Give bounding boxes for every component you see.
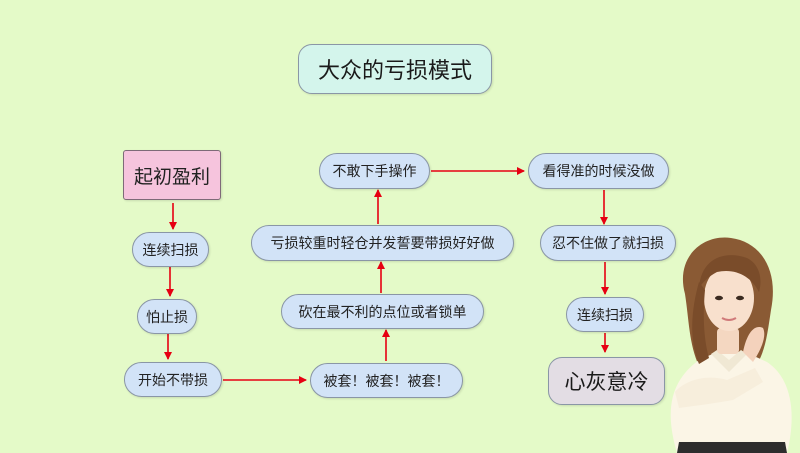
left-eye [715,295,723,301]
hair-front [699,255,761,292]
node-n1: 连续扫损 [132,232,209,267]
neck [717,328,739,354]
arm [675,368,763,408]
node-n10: 连续扫损 [566,297,644,332]
collar [711,350,747,372]
node-n5: 砍在最不利的点位或者锁单 [281,294,484,329]
node-start: 起初盈利 [123,150,221,200]
skirt [677,442,787,453]
node-n3: 开始不带损 [124,362,222,397]
right-eye [736,295,744,301]
node-end: 心灰意冷 [548,357,665,405]
node-n6: 亏损较重时轻仓并发誓要带损好好做 [251,225,514,261]
node-n8: 看得准的时候没做 [528,153,669,189]
node-n7: 不敢下手操作 [319,153,430,189]
diagram-title: 大众的亏损模式 [298,44,492,94]
raised-hand [743,327,765,362]
node-n4: 被套！被套！被套！ [310,363,463,398]
face [704,265,754,331]
node-n9: 忍不住做了就扫损 [540,225,676,261]
mouth [721,317,737,321]
blouse [670,352,792,453]
woman-illustration [670,237,792,453]
node-n2: 怕止损 [137,299,197,334]
hair-left [692,282,709,364]
